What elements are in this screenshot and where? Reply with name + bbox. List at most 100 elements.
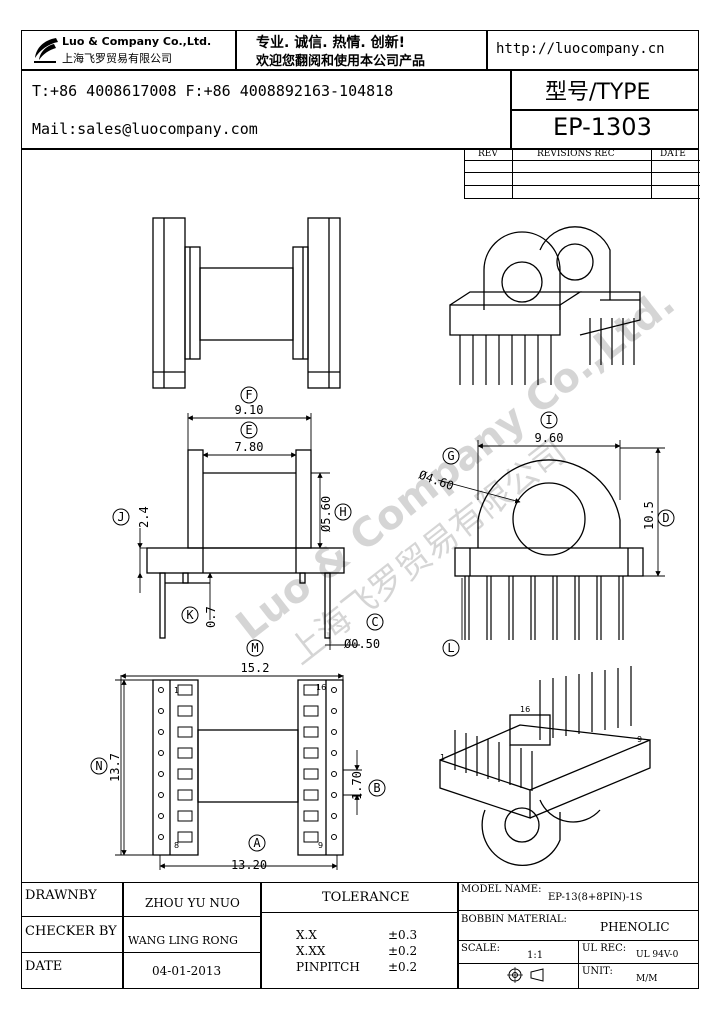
pin-slot xyxy=(177,684,193,696)
pin-slot xyxy=(303,810,319,822)
slogan-line-2: 欢迎您翻阅和使用本公司产品 xyxy=(256,54,426,69)
ul-rec-label: UL REC: xyxy=(582,943,627,954)
tb-vline-2 xyxy=(260,882,262,989)
dim-H-value: Ø5.60 xyxy=(319,496,333,532)
company-name-en: Luo & Company Co.,Ltd. xyxy=(62,35,212,48)
dim-M-value: 15.2 xyxy=(241,661,270,675)
date-value: 04-01-2013 xyxy=(152,964,222,978)
bobbin-material-label: BOBBIN MATERIAL: xyxy=(461,914,567,925)
dim-I-value: 9.60 xyxy=(535,431,564,445)
pin-hole xyxy=(158,834,164,840)
bottom-view-dimensions xyxy=(115,673,362,870)
front-view-callouts xyxy=(112,386,384,631)
header-divider-1 xyxy=(235,30,237,70)
dim-E-value: 7.80 xyxy=(235,440,264,454)
checker-label: CHECKER BY xyxy=(25,924,117,939)
pin-hole xyxy=(158,708,164,714)
company-name-cn: 上海飞罗贸易有限公司 xyxy=(62,52,172,65)
tol-pinpitch-value: ±0.2 xyxy=(388,960,418,974)
pin-hole xyxy=(331,792,337,798)
callout-E: E xyxy=(245,423,252,437)
header-divider-2 xyxy=(486,30,488,70)
right-front-view-pins xyxy=(464,576,624,640)
pin-label-1: 1 xyxy=(174,686,179,695)
front-view-dimensions xyxy=(137,413,360,650)
iso-pin-label-16: 16 xyxy=(520,705,530,714)
callout-J: J xyxy=(117,510,124,524)
date-label: DATE xyxy=(25,959,63,974)
rev-col-header: REV xyxy=(478,149,498,159)
pin-hole xyxy=(331,729,337,735)
projection-symbol-icon xyxy=(507,967,544,983)
tb-hline-right-1 xyxy=(457,910,699,911)
pin-hole xyxy=(158,813,164,819)
pin-label-16: 16 xyxy=(316,683,326,692)
pin-slot xyxy=(303,768,319,780)
callout-D: D xyxy=(662,511,669,525)
tol-x-value: ±0.3 xyxy=(388,928,418,942)
header-bottom-line xyxy=(21,148,699,150)
pin-hole xyxy=(158,750,164,756)
bottom-view-pins xyxy=(158,684,337,843)
bobbin-material-value: PHENOLIC xyxy=(600,920,670,934)
model-name-label: MODEL NAME: xyxy=(461,884,542,895)
pin-slot xyxy=(177,705,193,717)
checker-value: WANG LING RONG xyxy=(128,934,238,947)
pin-hole xyxy=(331,771,337,777)
revisions-rec-col-header: REVISIONS REC xyxy=(537,149,615,159)
dim-K-value: 0.7 xyxy=(204,606,218,628)
pin-slot xyxy=(303,726,319,738)
callout-N: N xyxy=(95,759,102,773)
iso-pin-label-1: 1 xyxy=(440,753,445,762)
pin-slot xyxy=(303,705,319,717)
bottom-view-callouts xyxy=(90,639,386,852)
callout-A: A xyxy=(253,836,261,850)
unit-label: UNIT: xyxy=(582,966,613,977)
slogan-line-1: 专业. 诚信. 热情. 创新! xyxy=(256,35,405,51)
company-logo-icon xyxy=(34,38,58,63)
pin-slot xyxy=(177,747,193,759)
type-row-line xyxy=(510,109,699,111)
tb-hline-left-1 xyxy=(21,916,260,917)
revisions-table xyxy=(464,149,700,199)
tb-vline-1 xyxy=(122,882,124,989)
drawing-frame xyxy=(21,30,699,989)
pin-slot xyxy=(177,768,193,780)
tb-vline-3 xyxy=(457,882,459,989)
iso-view-top xyxy=(449,226,641,336)
tol-pinpitch-label: PINPITCH xyxy=(296,960,360,974)
dim-A-value: 13.20 xyxy=(231,858,267,872)
callout-M: M xyxy=(251,641,258,655)
right-front-view xyxy=(454,459,644,577)
date-col-header: DATE xyxy=(660,149,686,159)
callout-F: F xyxy=(245,388,252,402)
unit-value: M/M xyxy=(636,974,658,984)
callout-I: I xyxy=(545,413,552,427)
dim-D-value: 10.5 xyxy=(642,501,656,530)
dim-J-value: 2.4 xyxy=(137,506,151,528)
dim-N-value: 13.7 xyxy=(108,753,122,782)
callout-H: H xyxy=(339,505,346,519)
pin-hole xyxy=(158,792,164,798)
phone-fax: T:+86 4008617008 F:+86 4008892163-104818 xyxy=(32,82,394,100)
pin-hole xyxy=(331,750,337,756)
iso-view-bottom xyxy=(439,714,651,867)
tb-hline-right-2 xyxy=(457,940,699,941)
ul-rec-value: UL 94V-0 xyxy=(636,950,679,960)
iso-view-bottom-pins xyxy=(454,666,632,791)
website-link[interactable]: http://luocompany.cn xyxy=(496,41,665,57)
callout-B: B xyxy=(373,781,380,795)
drawnby-label: DRAWNBY xyxy=(25,888,97,903)
pin-hole xyxy=(331,834,337,840)
tol-x-label: X.X xyxy=(296,928,317,942)
pin-slot xyxy=(303,831,319,843)
right-front-callouts xyxy=(442,411,675,657)
pin-hole xyxy=(158,729,164,735)
pin-slot xyxy=(177,789,193,801)
drawnby-value: ZHOU YU NUO xyxy=(145,896,240,910)
iso-pin-label-9: 9 xyxy=(637,735,642,744)
pin-hole xyxy=(331,687,337,693)
email-address[interactable]: Mail:sales@luocompany.com xyxy=(32,120,258,138)
pin-slot xyxy=(303,684,319,696)
